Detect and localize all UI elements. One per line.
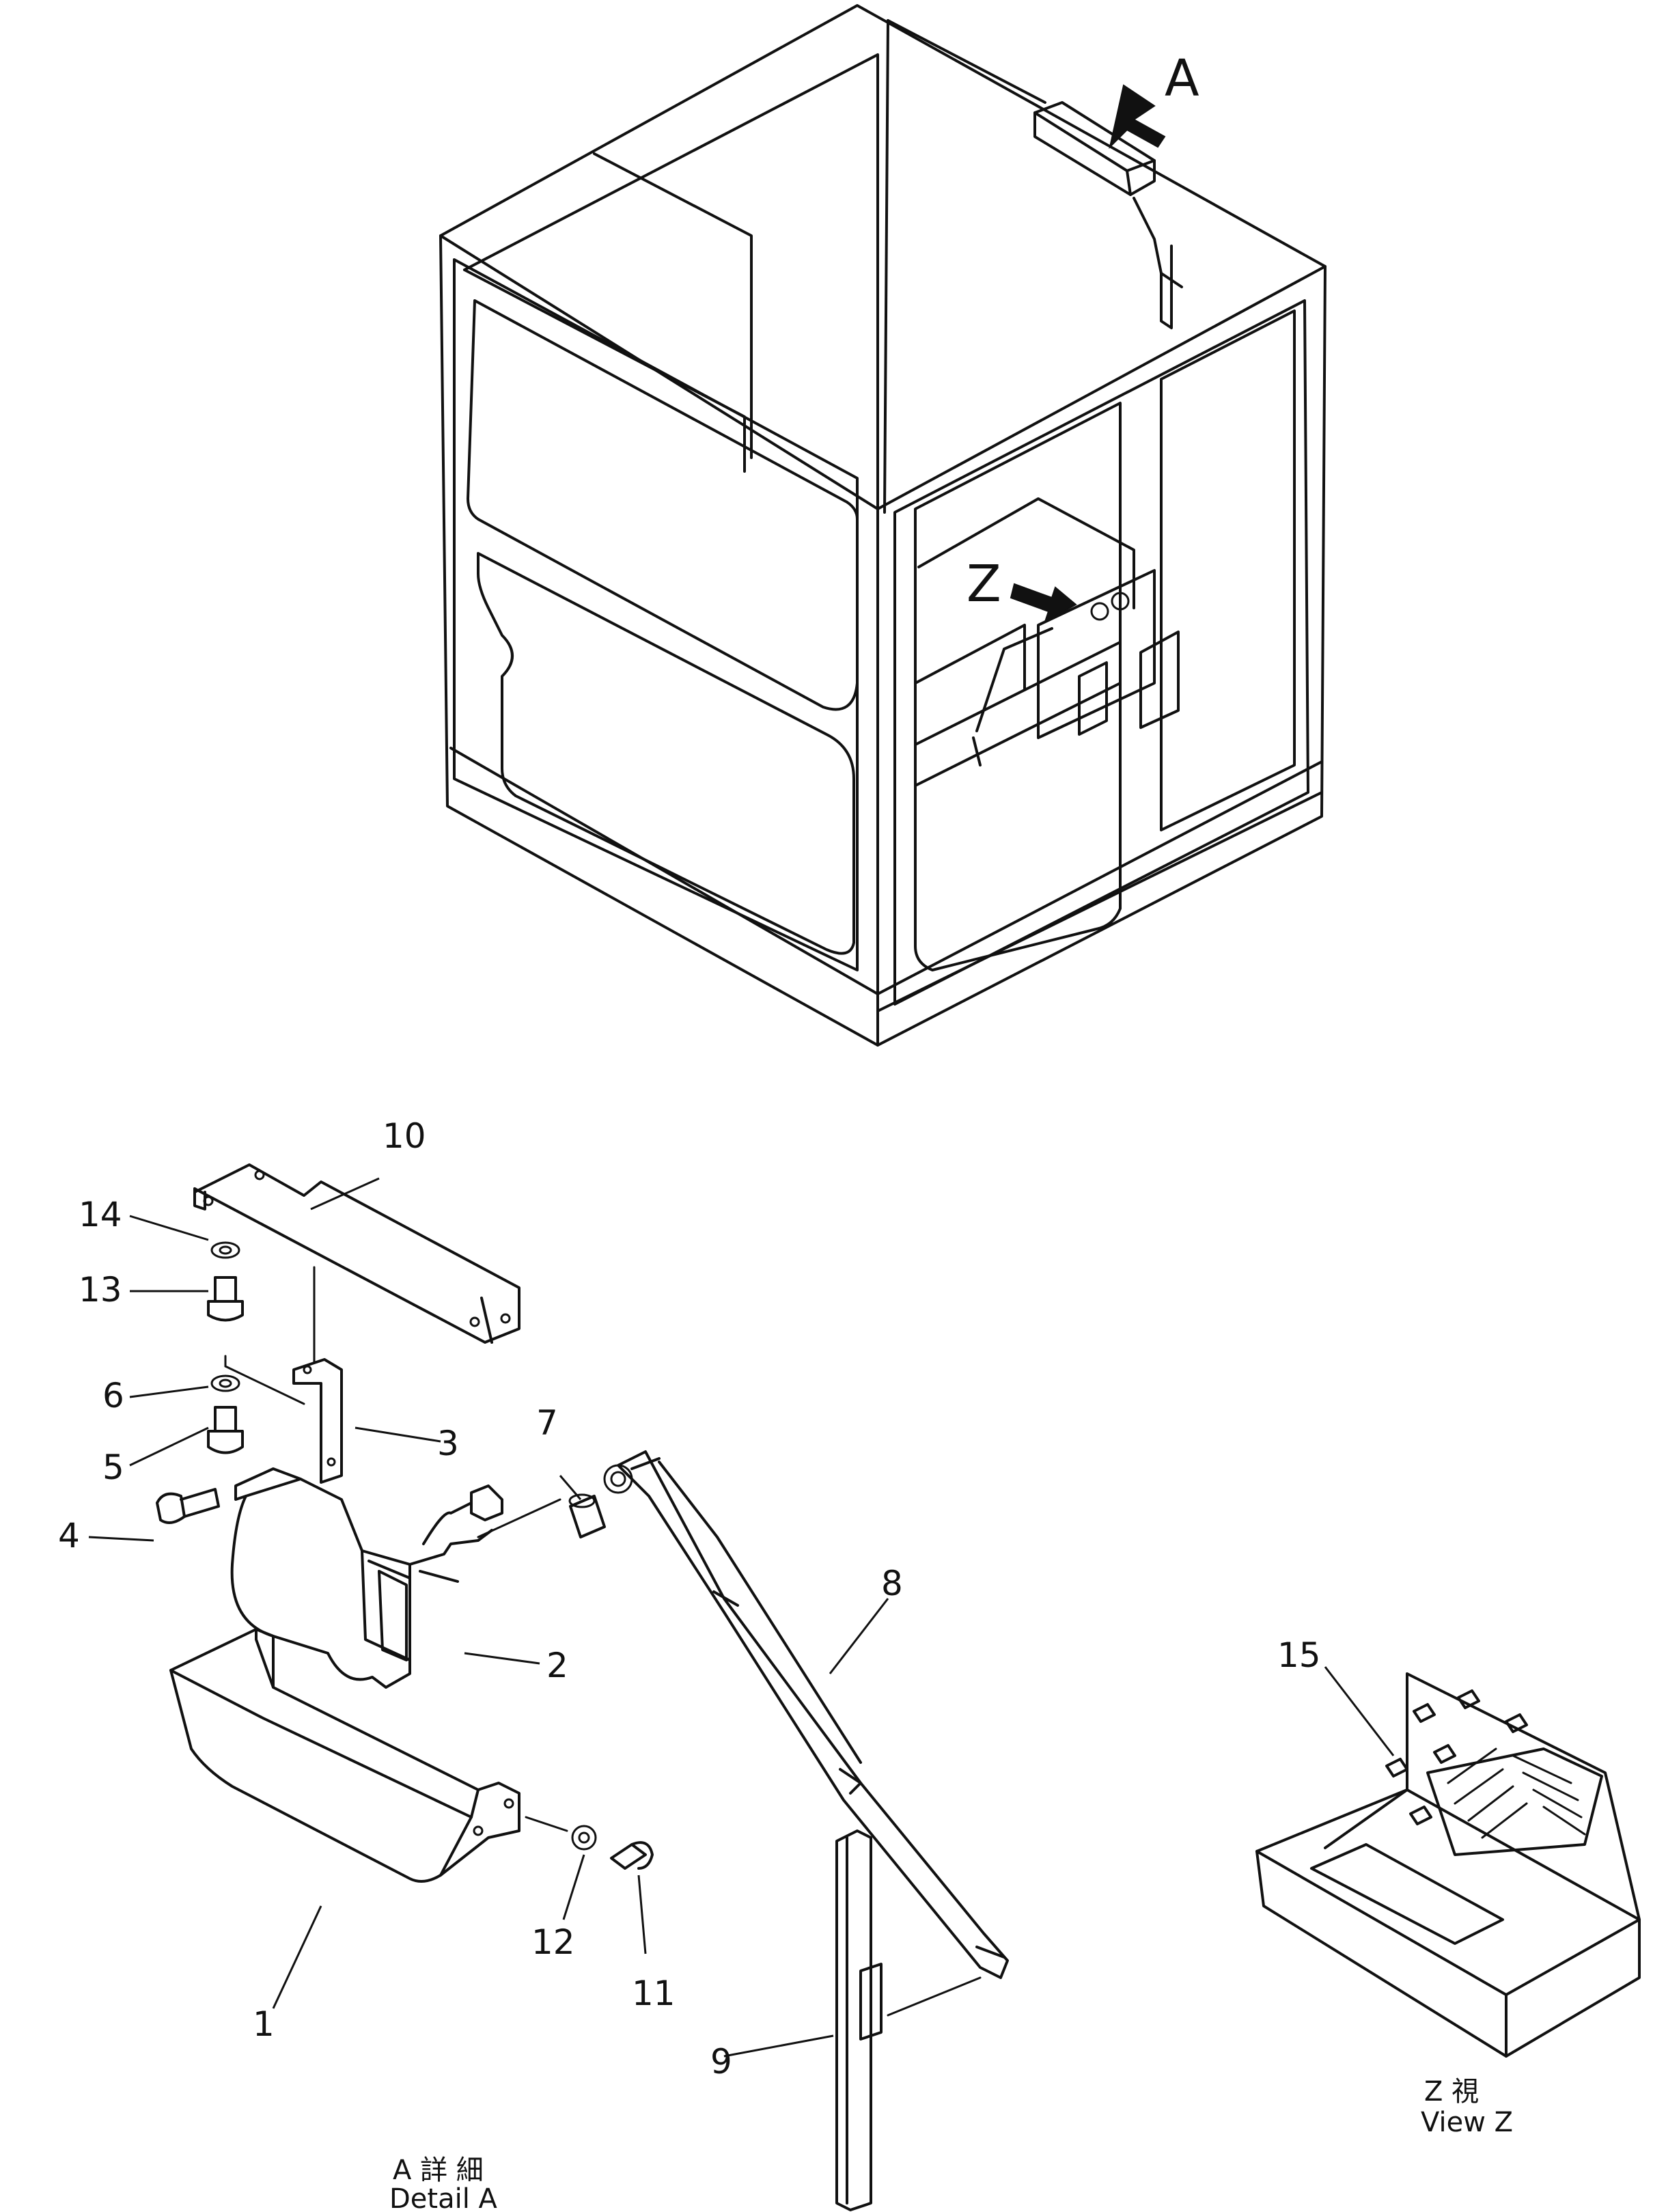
part-label-2: 2 <box>546 1646 568 1685</box>
cab-illustration <box>439 4 1326 1047</box>
detail-a-caption-jp: A 詳 細 <box>393 2155 484 2186</box>
arrow-a-icon <box>1109 84 1166 150</box>
part-label-3: 3 <box>437 1424 459 1463</box>
part-label-7: 7 <box>536 1403 558 1443</box>
part-label-1: 1 <box>253 2004 275 2044</box>
callout-z: Z <box>967 555 1001 613</box>
detail-a-parts <box>156 1163 1009 2211</box>
view-z-caption-en: View Z <box>1421 2107 1513 2138</box>
part-label-8: 8 <box>881 1564 903 1603</box>
part-label-15: 15 <box>1277 1635 1321 1675</box>
view-z-console <box>1255 1672 1641 2058</box>
part-label-12: 12 <box>531 1922 575 1962</box>
part-label-6: 6 <box>102 1376 124 1415</box>
part-label-13: 13 <box>79 1270 122 1310</box>
callout-a: A <box>1165 49 1199 108</box>
part-label-10: 10 <box>383 1116 426 1156</box>
detail-a-caption-en: Detail A <box>389 2183 498 2212</box>
arrow-z-icon <box>1010 583 1077 624</box>
part-label-4: 4 <box>58 1516 80 1556</box>
part-label-5: 5 <box>102 1448 124 1487</box>
view-z-caption-jp: Z 視 <box>1424 2076 1479 2107</box>
leader-lines <box>88 1177 1395 2058</box>
part-label-11: 11 <box>632 1974 676 2013</box>
part-label-14: 14 <box>79 1195 122 1234</box>
part-label-9: 9 <box>710 2042 732 2082</box>
